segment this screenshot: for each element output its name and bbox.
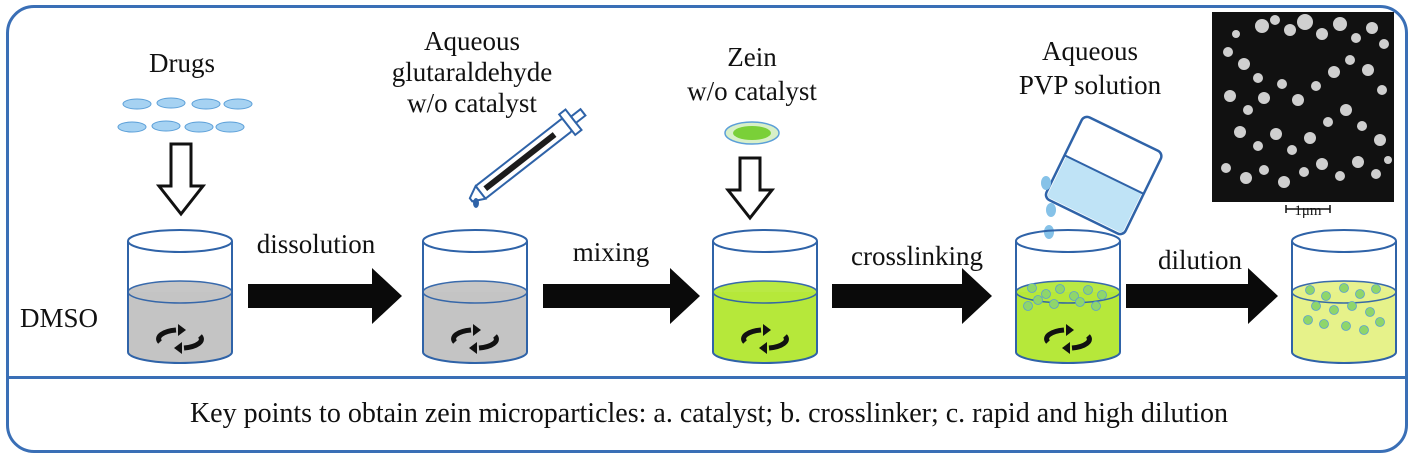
drugs-down-arrow-icon	[155, 142, 207, 217]
drugs-label: Drugs	[149, 48, 215, 78]
zein-disc-icon	[724, 121, 780, 145]
pvp-label-line1: Aqueous	[1042, 36, 1138, 66]
dilution-beaker	[1291, 229, 1397, 364]
stir-bar-icon	[1044, 324, 1092, 354]
stir-bar-icon	[451, 324, 499, 354]
step-dilution: dilution	[1157, 245, 1242, 275]
step-crosslinking: crosslinking	[851, 241, 983, 271]
zein-beaker	[712, 229, 818, 364]
section-divider	[8, 376, 1406, 379]
scale-bar-label: 1μm	[1294, 203, 1322, 219]
figure-frame	[6, 5, 1408, 453]
pouring-beaker-icon	[1041, 115, 1163, 239]
step-mixing: mixing	[572, 237, 650, 267]
zein-label-line1: Zein	[727, 42, 777, 72]
glutaraldehyde-label-line3: w/o catalyst	[407, 88, 537, 118]
step-dissolution: dissolution	[256, 229, 376, 259]
process-arrows	[248, 268, 1278, 324]
glutaraldehyde-beaker	[422, 229, 528, 364]
pvp-label-line2: PVP solution	[1018, 70, 1162, 100]
mixing-arrow-icon	[543, 268, 700, 324]
dissolution-arrow-icon	[248, 268, 402, 324]
stir-bar-icon	[741, 324, 789, 354]
glutaraldehyde-label-line1: Aqueous	[424, 26, 520, 56]
dilution-arrow-icon	[1126, 268, 1278, 324]
dmso-beaker	[127, 229, 233, 364]
key-points-text: Key points to obtain zein microparticles…	[189, 398, 1229, 429]
glutaraldehyde-label-line2: glutaraldehyde	[391, 57, 553, 87]
sem-micrograph	[1212, 12, 1394, 213]
crosslinking-beaker	[1015, 229, 1121, 364]
drug-particles-icon	[117, 97, 253, 133]
zein-label-line2: w/o catalyst	[687, 76, 817, 106]
dmso-label: DMSO	[20, 303, 99, 333]
crosslinking-arrow-icon	[832, 268, 992, 324]
stir-bar-icon	[156, 324, 204, 354]
zein-down-arrow-icon	[724, 156, 776, 221]
dropper-icon	[468, 107, 587, 208]
beakers	[127, 229, 1397, 364]
